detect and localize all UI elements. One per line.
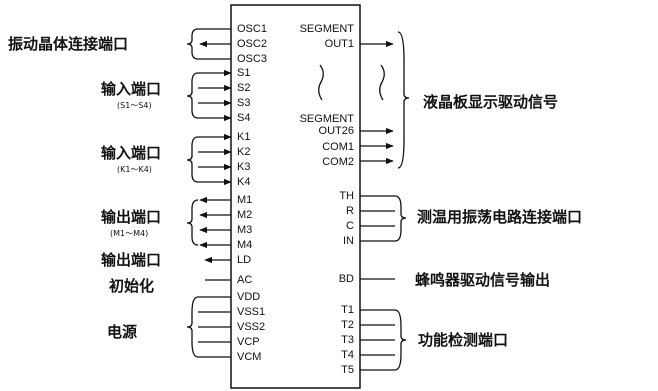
label-thermo-osc: 测温用振荡电路连接端口 [417, 208, 582, 226]
left-labels: 振动晶体连接端口 输入端口 (S1～S4) 输入端口 (K1～K4) 输出端口 … [8, 35, 161, 341]
pin-vcp: VCP [237, 336, 260, 348]
label-function-test: 功能检测端口 [418, 331, 508, 349]
pin-t2: T2 [341, 319, 354, 331]
pin-th: TH [339, 190, 354, 202]
pin-vdd: VDD [237, 291, 260, 303]
pin-s3: S3 [237, 97, 250, 109]
pin-m4: M4 [237, 239, 252, 251]
pin-m2: M2 [237, 209, 252, 221]
label-output-m: 输出端口 [101, 208, 161, 226]
label-input-s-range: (S1～S4) [117, 101, 152, 110]
left-pins: OSC1 OSC2 OSC3 S1 S2 S3 S4 K1 K2 K3 K4 M… [237, 23, 267, 363]
right-pins: SEGMENT OUT1 SEGMENT OUT26 COM1 COM2 TH … [300, 23, 355, 376]
pin-s1: S1 [237, 67, 250, 79]
pin-in: IN [343, 235, 354, 247]
right-wires [360, 40, 395, 371]
pin-segment-bottom: SEGMENT [300, 113, 355, 125]
pin-vss1: VSS1 [237, 306, 265, 318]
pin-out1: OUT1 [325, 38, 354, 50]
label-output-m-range: (M1～M4) [110, 229, 148, 238]
pin-r: R [346, 205, 354, 217]
pin-osc3: OSC3 [237, 53, 267, 65]
pin-bd: BD [339, 273, 354, 285]
left-wires [198, 28, 232, 358]
pin-ld: LD [237, 254, 251, 266]
pin-t1: T1 [341, 304, 354, 316]
label-buzzer: 蜂鸣器驱动信号输出 [415, 271, 550, 289]
pin-t3: T3 [341, 334, 354, 346]
pin-out26: OUT26 [319, 125, 354, 137]
pin-s2: S2 [237, 82, 250, 94]
pin-osc1: OSC1 [237, 23, 267, 35]
left-braces [186, 28, 199, 358]
pin-k4: K4 [237, 176, 250, 188]
pin-t4: T4 [341, 349, 354, 361]
right-labels: 液晶板显示驱动信号 测温用振荡电路连接端口 蜂鸣器驱动信号输出 功能检测端口 [415, 93, 582, 349]
pin-k2: K2 [237, 146, 250, 158]
pin-vcm: VCM [237, 351, 261, 363]
label-input-s: 输入端口 [101, 80, 161, 98]
label-input-k: 输入端口 [101, 144, 161, 162]
label-output-ld: 输出端口 [101, 251, 161, 269]
pin-osc2: OSC2 [237, 38, 267, 50]
pin-ac: AC [237, 274, 252, 286]
pin-t5: T5 [341, 364, 354, 376]
pin-m1: M1 [237, 194, 252, 206]
label-input-k-range: (K1～K4) [117, 165, 152, 174]
pin-vss2: VSS2 [237, 321, 265, 333]
pin-s4: S4 [237, 112, 250, 124]
pin-k3: K3 [237, 161, 250, 173]
label-lcd-drive: 液晶板显示驱动信号 [423, 93, 558, 111]
pin-c: C [346, 220, 354, 232]
label-init: 初始化 [109, 277, 154, 295]
right-braces [394, 31, 410, 371]
pin-segment-top: SEGMENT [300, 23, 355, 35]
segment-ellipsis [318, 64, 385, 101]
pin-k1: K1 [237, 131, 250, 143]
label-power: 电源 [107, 323, 137, 341]
pin-com1: COM1 [322, 141, 354, 153]
pin-m3: M3 [237, 224, 252, 236]
pin-com2: COM2 [322, 156, 354, 168]
label-oscillator: 振动晶体连接端口 [8, 35, 128, 53]
